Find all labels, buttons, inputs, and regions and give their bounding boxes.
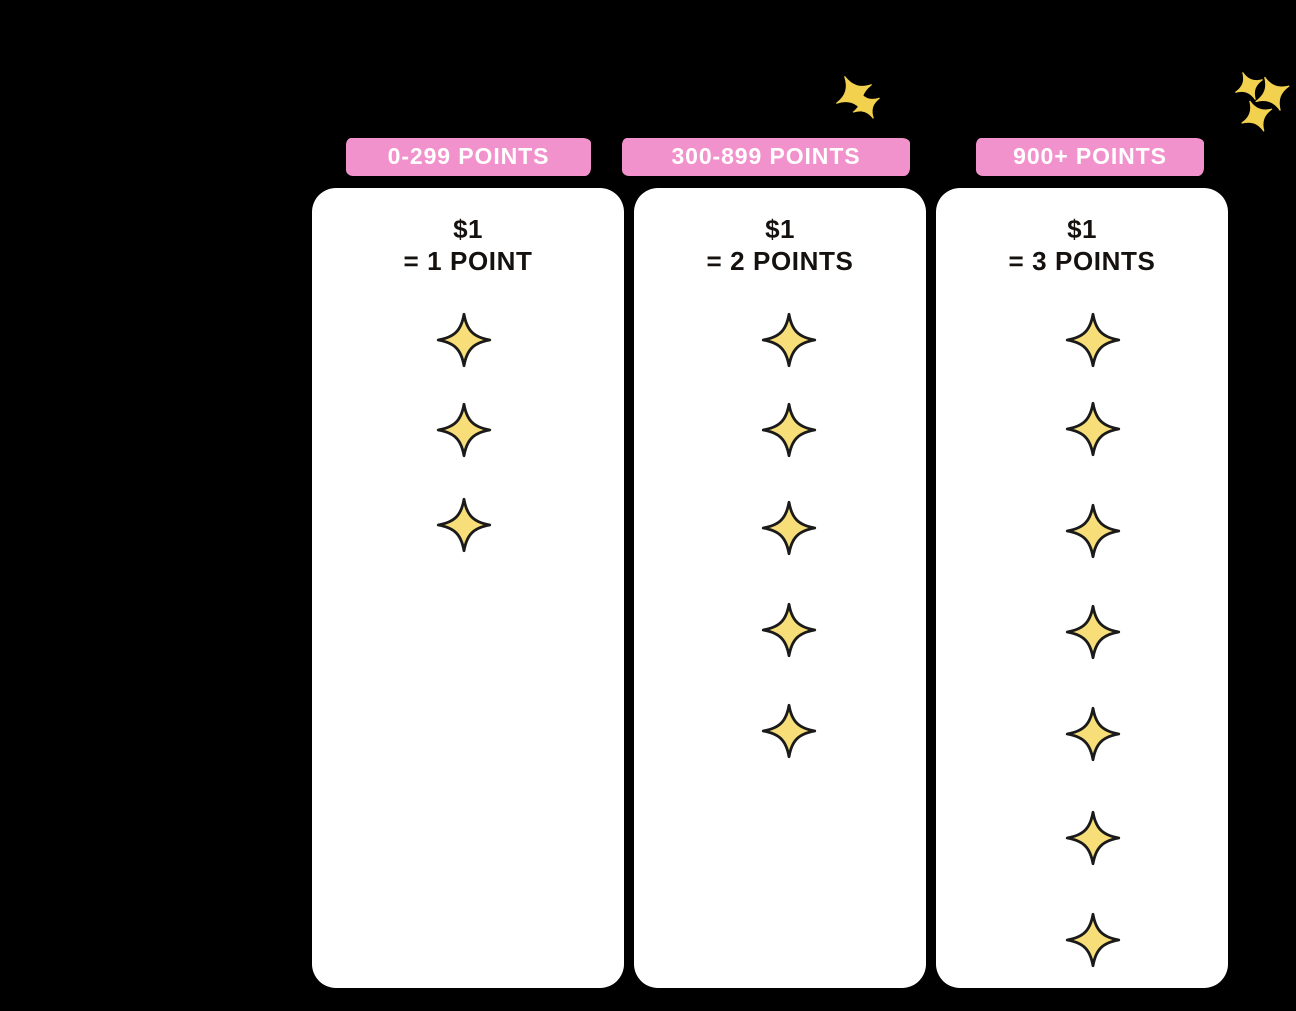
point-star-icon (436, 402, 492, 458)
point-star-icon (761, 312, 817, 368)
tier-badge-label: 300-899 POINTS (671, 142, 861, 169)
sparkle-cluster-right-icon (1232, 64, 1296, 132)
tier-star-column (312, 188, 624, 988)
point-star-icon (1065, 912, 1121, 968)
tier-badge-label: 0-299 POINTS (387, 142, 550, 169)
point-star-icon (1065, 604, 1121, 660)
tier-badge-900-plus: 900+ POINTS (976, 138, 1204, 176)
tier-rate-equals: = 2 POINTS (706, 245, 854, 276)
point-star-icon (1065, 503, 1121, 559)
tier-card-300-899[interactable]: $1 = 2 POINTS (634, 188, 926, 988)
point-star-icon (1065, 312, 1121, 368)
tier-star-column (936, 188, 1228, 988)
tier-card-0-299[interactable]: $1 = 1 POINT (312, 188, 624, 988)
point-star-icon (436, 312, 492, 368)
tier-rate-heading: $1 = 2 POINTS (634, 188, 926, 277)
point-star-icon (761, 703, 817, 759)
point-star-icon (761, 602, 817, 658)
tier-rate-amount: $1 (453, 214, 483, 244)
tier-badge-0-299: 0-299 POINTS (346, 138, 591, 176)
tier-star-column (634, 188, 926, 988)
point-star-icon (436, 497, 492, 553)
point-star-icon (761, 500, 817, 556)
tier-rate-heading: $1 = 3 POINTS (936, 188, 1228, 277)
tier-rate-amount: $1 (765, 214, 795, 244)
point-star-icon (1065, 401, 1121, 457)
tier-rate-amount: $1 (1067, 214, 1097, 244)
tier-rate-heading: $1 = 1 POINT (312, 188, 624, 277)
tier-badge-label: 900+ POINTS (1013, 142, 1167, 169)
point-star-icon (1065, 810, 1121, 866)
tier-rate-equals: = 1 POINT (403, 245, 533, 276)
point-star-icon (1065, 706, 1121, 762)
point-star-icon (761, 402, 817, 458)
tier-card-900-plus[interactable]: $1 = 3 POINTS (936, 188, 1228, 988)
sparkle-cluster-left-icon (826, 66, 896, 128)
tier-rate-equals: = 3 POINTS (1008, 245, 1156, 276)
tier-badge-300-899: 300-899 POINTS (622, 138, 910, 176)
